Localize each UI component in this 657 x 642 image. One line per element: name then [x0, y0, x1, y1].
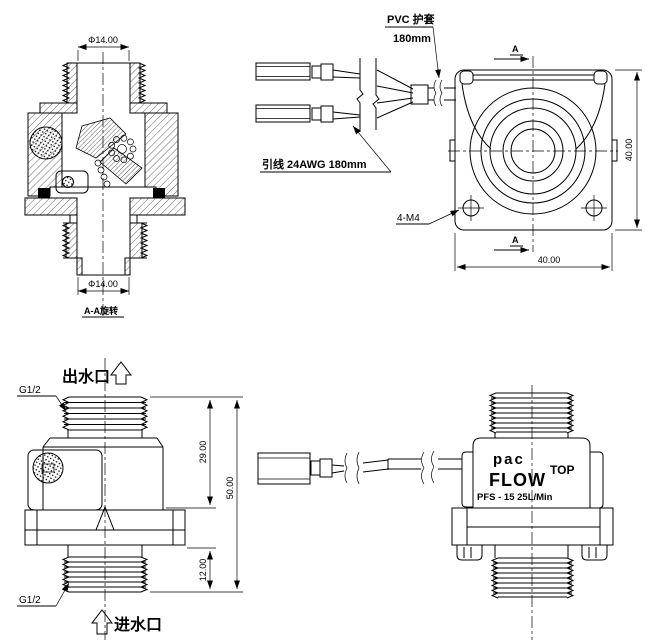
thread-wall-left — [66, 62, 78, 104]
bottom-thread — [490, 557, 575, 599]
impeller-blade-upper — [75, 117, 127, 159]
dimension-bottom-diameter: Φ14.00 — [77, 277, 130, 295]
lower-neck — [494, 545, 569, 558]
body-outline — [472, 437, 591, 508]
mounting-holes-text: 4-M4 — [397, 213, 420, 224]
flange-section-left — [24, 197, 78, 216]
collar-left — [39, 102, 78, 114]
seal-right — [153, 188, 165, 198]
flow-direction-arrow — [95, 505, 115, 531]
lever-pin — [62, 176, 74, 188]
impeller-assembly — [55, 117, 143, 194]
bottom-thread-wall-left — [65, 222, 78, 259]
upper-neck — [494, 432, 569, 438]
top-orientation-label: TOP — [550, 463, 574, 477]
break-line-1 — [356, 58, 364, 132]
wire-harness: PVC 护套 180mm 引线 24AWG 180mm — [255, 12, 456, 173]
bottom-stub — [63, 257, 147, 276]
crimp-terminal-1 — [255, 62, 361, 81]
section-view: Φ14.00 — [24, 35, 186, 318]
screw-right — [581, 545, 608, 561]
side-tab-right — [611, 139, 618, 162]
ear-left — [461, 451, 473, 508]
shaft-detail — [94, 159, 111, 188]
knurled-sensor — [32, 452, 64, 484]
outlet-thread-text: G1/2 — [19, 385, 41, 396]
inlet-flow-arrow — [90, 609, 114, 635]
section-letter-top: A — [512, 44, 519, 54]
flange — [451, 507, 614, 546]
concentric-bores — [469, 87, 597, 215]
dimension-top-diameter: Φ14.00 — [77, 35, 130, 61]
outlet-label: 出水口 — [62, 367, 110, 386]
ear-right — [590, 451, 604, 509]
outlet-thread — [61, 396, 149, 431]
top-thread — [488, 392, 575, 434]
dimension-front-width: 40.00 — [454, 233, 613, 271]
label-outlet-thread: G1/2 — [17, 385, 67, 412]
lower-neck — [67, 545, 143, 557]
wire-fanout — [376, 69, 429, 119]
brand-logo-bottom: FLOW — [489, 470, 546, 490]
inlet-label: 进水口 — [114, 615, 162, 634]
crimp-terminal-2 — [255, 104, 361, 123]
pvc-sleeve-text: PVC 护套 — [387, 12, 436, 26]
mounting-clip-outline — [459, 70, 608, 150]
label-inlet-thread: G1/2 — [17, 582, 70, 607]
dim-text-total-height: 50.00 — [225, 477, 235, 500]
body-block — [42, 446, 164, 510]
break-line-2 — [372, 58, 380, 130]
label-lead-wire: 引线 24AWG 180mm — [260, 125, 392, 173]
dim-text-top-diameter: Φ14.00 — [88, 35, 118, 45]
upper-neck — [42, 430, 164, 448]
label-pvc-sleeve: PVC 护套 180mm — [385, 12, 441, 79]
dim-text-upper-height: 29.00 — [198, 441, 208, 464]
mounting-hole-left — [458, 195, 484, 221]
housing-wall-right — [144, 112, 179, 197]
thread-wall-right — [129, 62, 141, 104]
collar-right — [129, 102, 168, 114]
product-view: pac FLOW TOP PFS - 15 25L/Min — [257, 385, 614, 640]
inlet-thread — [61, 556, 149, 593]
sensor-window — [41, 463, 55, 473]
brand-logo-top: pac — [493, 451, 525, 468]
dimension-total-height: 50.00 — [150, 400, 243, 593]
dim-text-front-height: 40.00 — [624, 139, 634, 162]
dim-text-thread-length: 12.00 — [198, 559, 208, 582]
flange — [24, 509, 186, 546]
dimension-upper-height: 29.00 — [150, 396, 243, 509]
pvc-sleeve-length: 180mm — [393, 33, 431, 45]
cable-to-body — [428, 79, 456, 107]
lever-bracket — [55, 170, 89, 194]
knurled-sensor-section — [29, 126, 63, 160]
dim-text-bottom-diameter: Φ14.00 — [88, 279, 118, 289]
cable-sleeve — [410, 84, 429, 105]
dimension-thread-length: 12.00 — [187, 547, 216, 589]
lead-wire-text: 引线 24AWG 180mm — [262, 157, 367, 171]
seal-left — [38, 188, 50, 198]
label-mounting-holes: 4-M4 — [396, 209, 460, 225]
side-view-dimensioned: 出水口 G1/2 — [17, 358, 243, 640]
model-label: PFS - 15 25L/Min — [477, 492, 553, 503]
side-tab-left — [449, 139, 456, 162]
outlet-flow-arrow — [109, 361, 133, 385]
dimension-front-height: 40.00 — [615, 69, 642, 231]
impeller-blade-lower — [99, 147, 143, 185]
cable-assembly — [257, 450, 462, 485]
dim-text-front-width: 40.00 — [538, 255, 561, 265]
screw-left — [456, 545, 483, 561]
section-marker-top: A — [494, 44, 529, 62]
inlet-thread-text: G1/2 — [19, 595, 41, 606]
front-view: A A 4-M4 40.00 40.00 — [396, 44, 642, 271]
section-marker-bottom: A — [494, 235, 529, 253]
mounting-hole-right — [581, 195, 607, 221]
section-caption: A-A旋转 — [84, 305, 118, 316]
bearing-balls — [108, 134, 137, 164]
section-letter-bottom: A — [512, 235, 519, 245]
bottom-thread-wall-right — [129, 222, 143, 259]
flange-section-right — [129, 197, 186, 216]
